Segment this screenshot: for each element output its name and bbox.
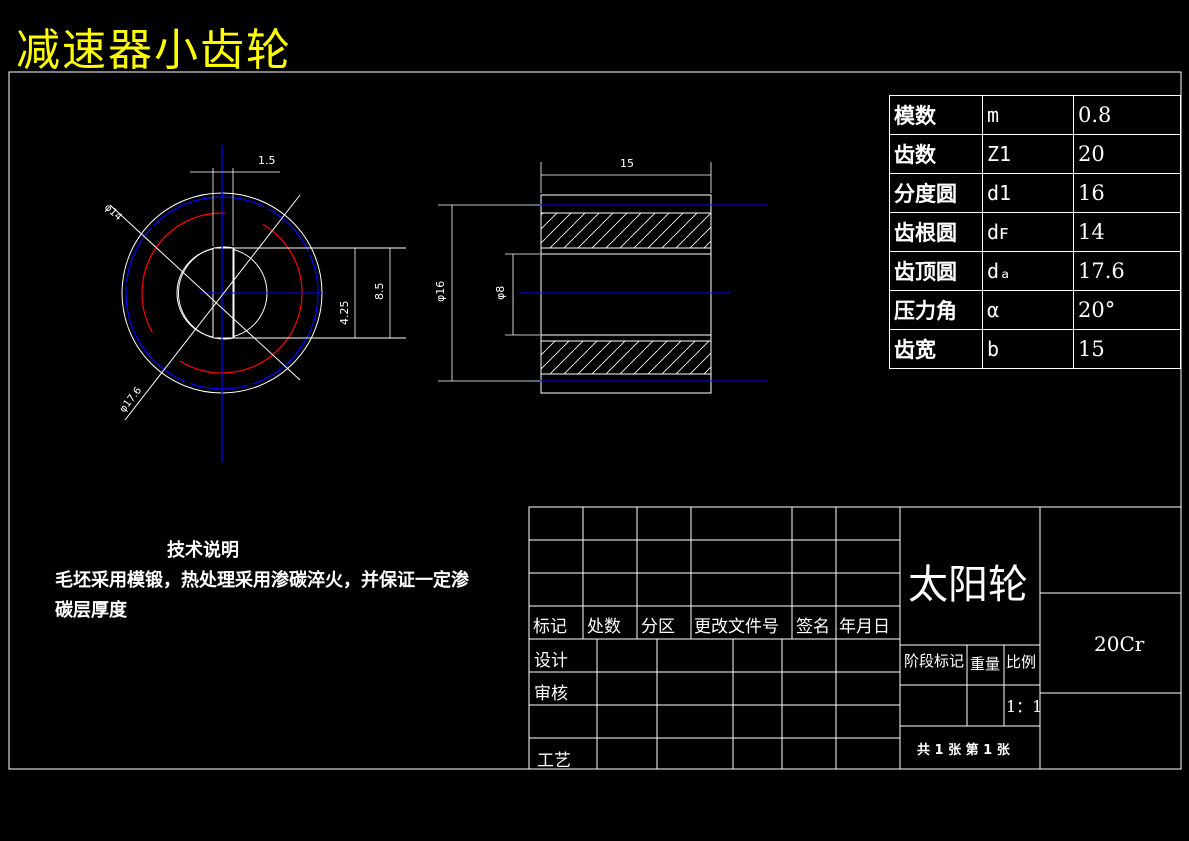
spec-name: 分度圆 bbox=[889, 173, 983, 213]
dim-dia-16: φ16 bbox=[434, 281, 447, 302]
table-row: 齿根圆 dꜰ 14 bbox=[889, 212, 1181, 252]
dim-length: 15 bbox=[620, 157, 634, 170]
stage-mark: 阶段标记 bbox=[904, 652, 965, 670]
spec-value: 16 bbox=[1073, 173, 1181, 213]
table-row: 齿数 Z1 20 bbox=[889, 134, 1181, 174]
table-row: 模数 m 0.8 bbox=[889, 95, 1181, 135]
header-signature: 签名 bbox=[796, 617, 830, 637]
header-count: 处数 bbox=[587, 617, 621, 637]
spec-symbol: Z1 bbox=[982, 134, 1074, 174]
spec-name: 齿根圆 bbox=[889, 212, 983, 252]
spec-value: 20° bbox=[1073, 290, 1181, 330]
table-row: 压力角 α 20° bbox=[889, 290, 1181, 330]
gear-spec-table: 模数 m 0.8 齿数 Z1 20 分度圆 d1 16 齿根圆 dꜰ 14 齿顶… bbox=[889, 95, 1181, 369]
table-row: 齿宽 b 15 bbox=[889, 329, 1181, 369]
sheet-count: 共 1 张 第 1 张 bbox=[917, 743, 1010, 758]
spec-value: 20 bbox=[1073, 134, 1181, 174]
spec-name: 齿宽 bbox=[889, 329, 983, 369]
material: 20Cr bbox=[1094, 632, 1145, 656]
spec-value: 0.8 bbox=[1073, 95, 1181, 135]
front-view bbox=[109, 145, 406, 462]
side-view bbox=[438, 162, 768, 394]
role-design: 设计 bbox=[534, 651, 568, 671]
spec-symbol: d1 bbox=[982, 173, 1074, 213]
role-review: 审核 bbox=[534, 684, 568, 704]
spec-symbol: α bbox=[982, 290, 1074, 330]
header-date: 年月日 bbox=[839, 617, 890, 637]
part-name: 太阳轮 bbox=[908, 562, 1028, 608]
weight-label: 重量 bbox=[970, 655, 1001, 673]
spec-symbol: b bbox=[982, 329, 1074, 369]
technical-notes: 技术说明 毛坯采用模锻，热处理采用渗碳淬火，并保证一定渗碳层厚度 bbox=[55, 536, 485, 626]
header-zone: 分区 bbox=[641, 617, 675, 637]
header-change-doc: 更改文件号 bbox=[694, 617, 779, 637]
spec-name: 齿数 bbox=[889, 134, 983, 174]
notes-heading: 技术说明 bbox=[167, 540, 239, 561]
dim-dia-8: φ8 bbox=[494, 286, 507, 300]
side-outline bbox=[540, 194, 712, 394]
spec-symbol: dₐ bbox=[982, 251, 1074, 291]
spec-symbol: dꜰ bbox=[982, 212, 1074, 252]
spec-symbol: m bbox=[982, 95, 1074, 135]
spec-name: 模数 bbox=[889, 95, 983, 135]
title-block-grid bbox=[528, 506, 1182, 770]
role-process: 工艺 bbox=[537, 751, 571, 771]
spec-name: 齿顶圆 bbox=[889, 251, 983, 291]
spec-value: 15 bbox=[1073, 329, 1181, 369]
scale-value: 1：1 bbox=[1006, 697, 1043, 716]
header-mark: 标记 bbox=[533, 617, 567, 637]
notes-body: 毛坯采用模锻，热处理采用渗碳淬火，并保证一定渗碳层厚度 bbox=[55, 570, 469, 621]
dim-key-width: 1.5 bbox=[258, 154, 276, 167]
dim-height-8-5: 8.5 bbox=[373, 283, 386, 301]
dim-outer-dia: φ14 bbox=[102, 202, 124, 223]
lower-hatch bbox=[540, 340, 712, 375]
dim-height-4-25: 4.25 bbox=[338, 301, 351, 326]
table-row: 分度圆 d1 16 bbox=[889, 173, 1181, 213]
drawing-title: 减速器小齿轮 bbox=[16, 25, 292, 76]
spec-value: 14 bbox=[1073, 212, 1181, 252]
spec-name: 压力角 bbox=[889, 290, 983, 330]
table-row: 齿顶圆 dₐ 17.6 bbox=[889, 251, 1181, 291]
spec-value: 17.6 bbox=[1073, 251, 1181, 291]
upper-hatch bbox=[540, 212, 712, 249]
scale-label: 比例 bbox=[1006, 653, 1037, 671]
